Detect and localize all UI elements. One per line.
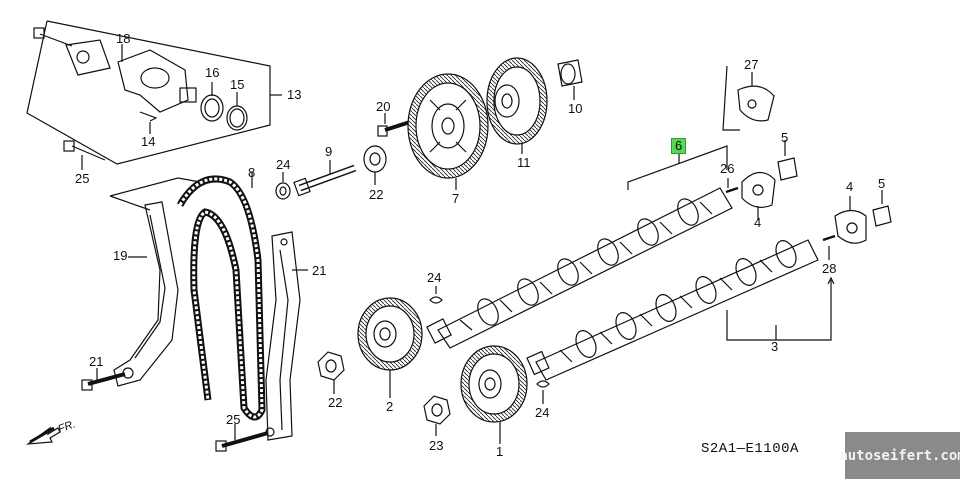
callout-24-upper: 24	[427, 270, 442, 285]
callout-16: 16	[205, 65, 220, 80]
callout-18: 21	[312, 263, 327, 278]
nut-21-upper	[317, 351, 345, 394]
bolt-25-lower	[215, 424, 269, 452]
sprocket-1	[460, 345, 528, 444]
sprocket-7	[407, 73, 489, 190]
bushing-10	[557, 59, 583, 100]
callout-24-lower: 24	[535, 405, 550, 420]
cover-4-lower	[834, 190, 892, 244]
bolt-20	[81, 368, 126, 391]
callout-12: 13	[287, 87, 302, 102]
callout-4-upper: 4	[754, 215, 762, 230]
camshaft-6	[426, 187, 733, 349]
callout-27: 27	[744, 57, 759, 72]
sprocket-2	[357, 297, 423, 398]
callout-1: 1	[496, 444, 504, 459]
camshaft-3	[526, 239, 819, 381]
bolt-9	[293, 160, 357, 197]
callout-11: 11	[517, 155, 531, 170]
callout-3: 3	[771, 339, 779, 354]
timing-chain	[176, 172, 266, 421]
camshaft-6-bracket	[627, 145, 728, 190]
callout-20: 21	[89, 354, 104, 369]
callout-9: 9	[325, 144, 333, 159]
callout-19: 20	[376, 99, 391, 114]
callout-21-lower: 23	[429, 438, 444, 453]
drawing-code: S2A1—E1100A	[701, 441, 799, 457]
callout-21-upper: 22	[328, 395, 343, 410]
callout-26: 26	[720, 161, 735, 176]
camshaft-3-bracket	[726, 276, 835, 341]
callout-15: 15	[230, 77, 245, 92]
tensioner-group-outline	[26, 20, 282, 165]
key-24-upper	[429, 286, 443, 304]
chain-guide-left	[113, 201, 179, 387]
watermark: autoseifert.com	[839, 432, 960, 479]
sprocket-11	[486, 57, 548, 154]
cover-27	[722, 65, 775, 131]
callout-2: 2	[386, 399, 394, 414]
nut-21-lower	[423, 395, 451, 436]
callout-10: 10	[568, 101, 583, 116]
key-24-lower	[536, 380, 550, 404]
front-arrow-icon	[25, 426, 61, 445]
callout-6-highlighted: 6	[671, 138, 687, 154]
callout-5-lower: 5	[878, 176, 886, 191]
washer-22	[363, 145, 387, 185]
callout-4-lower: 4	[846, 179, 854, 194]
tensioner-assembly	[33, 27, 248, 170]
bolt-19	[377, 113, 411, 137]
callout-14: 18	[116, 31, 131, 46]
callout-8: 8	[248, 165, 256, 180]
chain-guide-right	[265, 231, 308, 441]
callout-23: 24	[276, 157, 291, 172]
callout-28: 28	[822, 261, 837, 276]
callout-25-upper: 25	[75, 171, 90, 186]
cover-4-upper	[741, 140, 798, 220]
callout-13: 14	[141, 134, 156, 149]
washer-23	[275, 172, 291, 200]
callout-22: 22	[369, 187, 384, 202]
callout-25-lower: 25	[226, 412, 241, 427]
callout-17: 19	[113, 248, 128, 263]
callout-5-upper: 5	[781, 130, 789, 145]
callout-7: 7	[452, 191, 460, 206]
